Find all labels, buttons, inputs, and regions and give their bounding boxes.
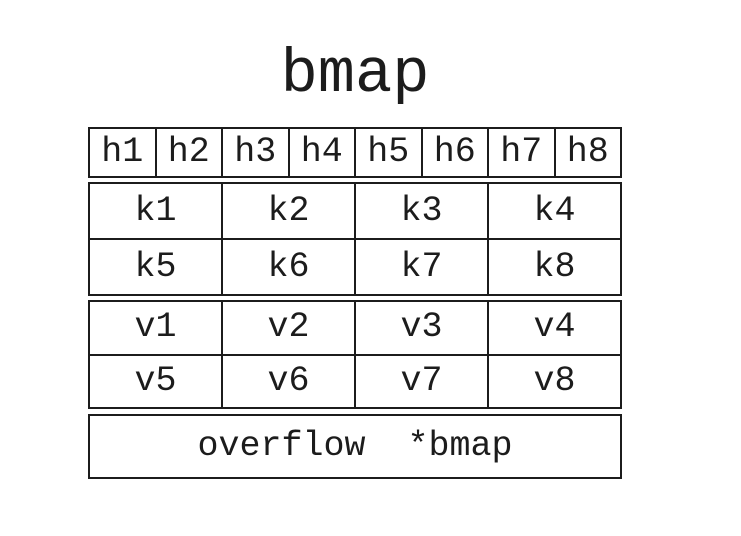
value-cell: v6 (221, 355, 354, 407)
value-cell: v3 (354, 302, 487, 354)
overflow-row: overflow *bmap (90, 416, 620, 477)
value-cell: v2 (221, 302, 354, 354)
tophash-block: h1 h2 h3 h4 h5 h6 h7 h8 (88, 127, 622, 178)
tophash-row: h1 h2 h3 h4 h5 h6 h7 h8 (90, 129, 620, 176)
values-row: v5 v6 v7 v8 (90, 353, 620, 407)
key-cell: k6 (221, 240, 354, 294)
key-cell: k5 (134, 246, 177, 287)
values-row: v1 v2 v3 v4 (90, 302, 620, 354)
header-cell: h4 (287, 129, 355, 176)
keys-row: k1 k2 k3 k4 (90, 184, 620, 238)
overflow-cell: overflow *bmap (197, 426, 513, 466)
header-cell: h1 (101, 132, 144, 172)
keys-row: k5 k6 k7 k8 (90, 238, 620, 294)
value-cell: v8 (487, 355, 620, 407)
header-cell: h8 (553, 129, 621, 176)
value-cell: v4 (487, 302, 620, 354)
header-cell: h5 (354, 129, 421, 176)
key-cell: k2 (221, 184, 354, 238)
key-cell: k8 (487, 240, 620, 294)
diagram-title: bmap (280, 39, 430, 110)
key-cell: k1 (134, 190, 177, 231)
value-cell: v7 (354, 355, 487, 407)
header-cell: h2 (154, 129, 222, 176)
key-cell: k3 (354, 184, 487, 238)
values-block: v1 v2 v3 v4 v5 v6 v7 v8 (88, 300, 622, 409)
bucket-table: h1 h2 h3 h4 h5 h6 h7 h8 k1 k2 k3 k4 k5 k… (88, 127, 622, 479)
keys-block: k1 k2 k3 k4 k5 k6 k7 k8 (88, 182, 622, 296)
overflow-block: overflow *bmap (88, 414, 622, 479)
value-cell: v5 (134, 360, 177, 401)
header-cell: h6 (420, 129, 488, 176)
key-cell: k4 (487, 184, 620, 238)
value-cell: v1 (134, 307, 177, 348)
header-cell: h7 (487, 129, 554, 176)
header-cell: h3 (221, 129, 288, 176)
key-cell: k7 (354, 240, 487, 294)
